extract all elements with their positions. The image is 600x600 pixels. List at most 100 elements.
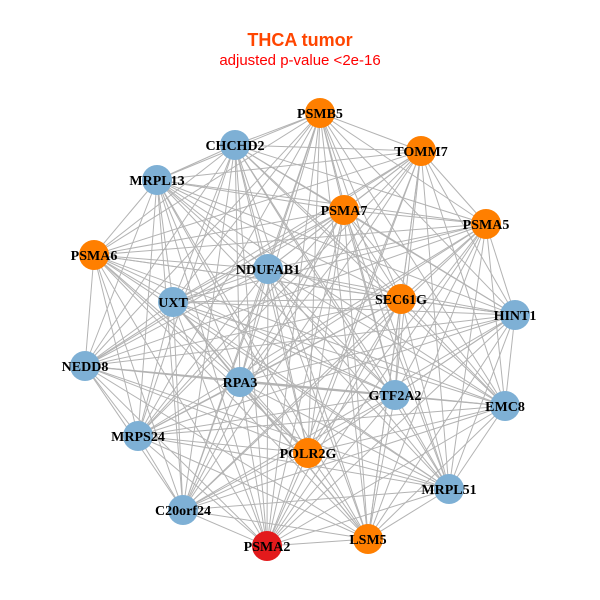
edge-EMC8-PSMA2 <box>266 405 506 547</box>
edge-UXT-MRPL51 <box>172 301 450 490</box>
node-label-PSMB5: PSMB5 <box>297 107 343 122</box>
edge-HINT1-MRPL51 <box>448 314 516 490</box>
edge-NDUFAB1-UXT <box>172 268 269 303</box>
edge-MRPL13-RPA3 <box>156 179 241 383</box>
edge-PSMA6-LSM5 <box>93 254 369 540</box>
node-label-NDUFAB1: NDUFAB1 <box>236 263 300 278</box>
edge-PSMA6-NEDD8 <box>84 254 95 367</box>
edge-NDUFAB1-NEDD8 <box>84 268 269 367</box>
edge-TOMM7-PSMA5 <box>420 150 487 225</box>
edge-MRPS24-MRPL51 <box>137 435 450 490</box>
edge-NEDD8-MRPL51 <box>84 365 450 490</box>
edge-HINT1-NEDD8 <box>84 314 516 367</box>
edge-MRPS24-POLR2G <box>137 435 309 454</box>
edge-MRPS24-PSMA2 <box>137 435 268 547</box>
edge-PSMA7-LSM5 <box>343 209 369 540</box>
edge-POLR2G-LSM5 <box>307 452 369 540</box>
node-label-PSMA6: PSMA6 <box>71 249 118 264</box>
edge-CHCHD2-EMC8 <box>234 144 506 407</box>
node-PSMB5 <box>305 98 335 128</box>
edge-SEC61G-C20orf24 <box>182 298 402 511</box>
edge-PSMA5-RPA3 <box>239 223 487 383</box>
edge-PSMA5-NEDD8 <box>84 223 487 367</box>
edge-CHCHD2-MRPS24 <box>137 144 236 437</box>
node-label-EMC8: EMC8 <box>485 400 525 415</box>
edge-HINT1-C20orf24 <box>182 314 516 511</box>
edge-LSM5-PSMA2 <box>266 538 369 547</box>
edge-TOMM7-MRPS24 <box>137 150 422 437</box>
edge-MRPL13-C20orf24 <box>156 179 184 511</box>
edge-PSMA6-POLR2G <box>93 254 309 454</box>
edge-UXT-EMC8 <box>172 301 506 407</box>
edge-PSMA6-MRPS24 <box>93 254 139 437</box>
edge-EMC8-MRPS24 <box>137 405 506 437</box>
edge-HINT1-RPA3 <box>239 314 516 383</box>
edge-NDUFAB1-EMC8 <box>267 268 506 407</box>
node-POLR2G <box>293 438 323 468</box>
figure-title: THCA tumor <box>247 30 353 50</box>
edge-NDUFAB1-SEC61G <box>267 268 402 300</box>
edge-RPA3-PSMA2 <box>239 381 268 547</box>
edge-PSMA7-POLR2G <box>307 209 345 454</box>
edge-PSMA7-UXT <box>172 209 345 303</box>
edge-PSMB5-HINT1 <box>319 112 516 316</box>
edge-TOMM7-EMC8 <box>420 150 506 407</box>
edge-NDUFAB1-GTF2A2 <box>267 268 396 396</box>
edge-UXT-MRPS24 <box>137 301 174 437</box>
edge-PSMB5-RPA3 <box>239 112 321 383</box>
edge-PSMA7-PSMA6 <box>93 209 345 256</box>
edge-PSMB5-TOMM7 <box>319 112 422 152</box>
edge-MRPL13-PSMA7 <box>156 179 345 211</box>
edge-PSMA6-PSMA2 <box>93 254 268 547</box>
edge-PSMA5-EMC8 <box>485 223 506 407</box>
edge-PSMA7-GTF2A2 <box>343 209 396 396</box>
edge-CHCHD2-UXT <box>172 144 236 303</box>
edge-TOMM7-CHCHD2 <box>234 144 422 152</box>
node-label-RPA3: RPA3 <box>223 376 258 391</box>
node-UXT <box>158 287 188 317</box>
node-label-C20orf24: C20orf24 <box>155 504 211 519</box>
edge-PSMA6-NDUFAB1 <box>93 254 269 270</box>
edge-NDUFAB1-RPA3 <box>239 268 269 383</box>
edge-UXT-NEDD8 <box>84 301 174 367</box>
edge-PSMA7-HINT1 <box>343 209 516 316</box>
edge-UXT-HINT1 <box>172 301 516 316</box>
edge-PSMA7-NDUFAB1 <box>267 209 345 270</box>
node-label-MRPL51: MRPL51 <box>421 483 476 498</box>
edge-SEC61G-NEDD8 <box>84 298 402 367</box>
node-MRPS24 <box>123 421 153 451</box>
edge-PSMB5-MRPL51 <box>319 112 450 490</box>
node-label-CHCHD2: CHCHD2 <box>205 139 264 154</box>
edge-PSMB5-SEC61G <box>319 112 402 300</box>
node-RPA3 <box>225 367 255 397</box>
edge-MRPL13-PSMA5 <box>156 179 487 225</box>
edge-GTF2A2-LSM5 <box>367 394 396 540</box>
node-EMC8 <box>490 391 520 421</box>
edge-PSMB5-UXT <box>172 112 321 303</box>
node-PSMA2 <box>252 531 282 561</box>
edge-PSMB5-LSM5 <box>319 112 369 540</box>
edge-C20orf24-PSMA2 <box>182 509 268 547</box>
edge-MRPS24-LSM5 <box>137 435 369 540</box>
edge-GTF2A2-MRPL51 <box>394 394 450 490</box>
edge-MRPL13-PSMA6 <box>93 179 158 256</box>
edge-CHCHD2-RPA3 <box>234 144 241 383</box>
edge-PSMA5-PSMA2 <box>266 223 487 547</box>
node-PSMA6 <box>79 240 109 270</box>
edge-PSMA7-PSMA5 <box>343 209 487 225</box>
edge-PSMB5-NEDD8 <box>84 112 321 367</box>
node-label-HINT1: HINT1 <box>494 309 537 324</box>
edge-MRPL13-EMC8 <box>156 179 506 407</box>
edge-UXT-GTF2A2 <box>172 301 396 396</box>
edge-SEC61G-PSMA2 <box>266 298 402 547</box>
edge-RPA3-C20orf24 <box>182 381 241 511</box>
edge-PSMA5-GTF2A2 <box>394 223 487 396</box>
edge-PSMA5-HINT1 <box>485 223 516 316</box>
edge-PSMA5-PSMA6 <box>93 223 487 256</box>
edge-PSMA7-MRPL51 <box>343 209 450 490</box>
edge-CHCHD2-NEDD8 <box>84 144 236 367</box>
edge-GTF2A2-PSMA2 <box>266 394 396 547</box>
edge-MRPL13-NDUFAB1 <box>156 179 269 270</box>
